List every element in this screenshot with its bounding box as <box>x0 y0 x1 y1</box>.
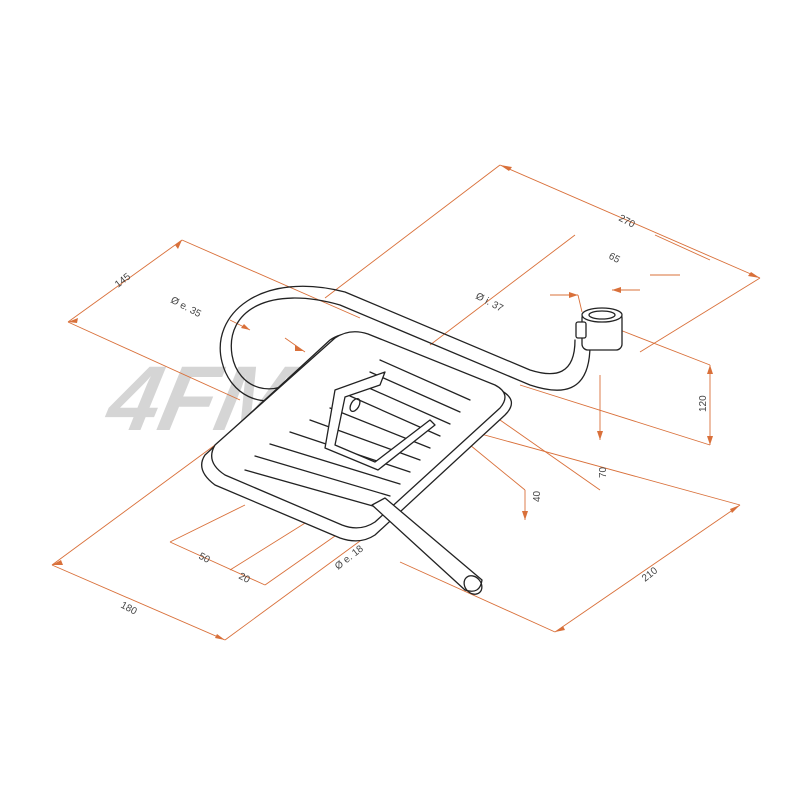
dim-180-ext-right <box>224 529 376 641</box>
dim-65-ext <box>429 234 576 346</box>
label-40: 40 <box>532 490 543 502</box>
dim-180-ext-left <box>51 444 216 566</box>
header-pipe-inner <box>219 285 576 402</box>
dim-180-line <box>51 564 226 641</box>
dim-270-line <box>499 164 761 279</box>
dim-20-ext <box>229 519 311 571</box>
dim-120-ext-bottom <box>519 384 711 446</box>
dim-120-ext-top <box>619 329 711 366</box>
label-pipe-outer: Ø e. 35 <box>169 295 204 320</box>
label-50: 50 <box>197 551 212 566</box>
label-65: 65 <box>607 251 622 266</box>
outlet-opening <box>588 310 616 320</box>
dim-270-ext-right <box>654 234 711 261</box>
flange-nut <box>575 321 587 339</box>
label-120: 120 <box>698 395 709 412</box>
exhaust-part <box>201 285 623 595</box>
dim-210-ext-bottom <box>399 561 556 633</box>
label-180: 180 <box>119 600 139 618</box>
label-70: 70 <box>598 466 609 478</box>
dim-40-ext <box>469 444 526 491</box>
dim-270-ext-left <box>324 164 501 299</box>
dim-145-ext2 <box>67 321 241 401</box>
bracket-hole <box>349 397 361 413</box>
dim-outlet-lead <box>577 294 583 313</box>
mounting-bracket <box>324 371 436 471</box>
header-pipe-outer <box>230 297 591 391</box>
label-270: 270 <box>617 213 637 231</box>
dim-210-line <box>554 504 741 633</box>
dim-50-ext <box>169 504 246 543</box>
label-pipe-inner: Ø i. 37 <box>474 291 506 315</box>
label-tail-diameter: Ø e. 18 <box>333 543 366 572</box>
dim-70-ext <box>499 419 601 491</box>
tail-pipe <box>371 497 483 592</box>
dim-50-line <box>169 541 266 586</box>
muffler-body-upper <box>211 331 506 529</box>
dim-270-ext-right2 <box>639 277 761 353</box>
dimension-lines <box>51 164 761 641</box>
label-210: 210 <box>640 565 660 584</box>
dim-145-ext <box>67 239 183 323</box>
dim-145-line <box>181 239 361 319</box>
label-20: 20 <box>237 571 252 586</box>
tail-pipe-end <box>463 575 483 595</box>
